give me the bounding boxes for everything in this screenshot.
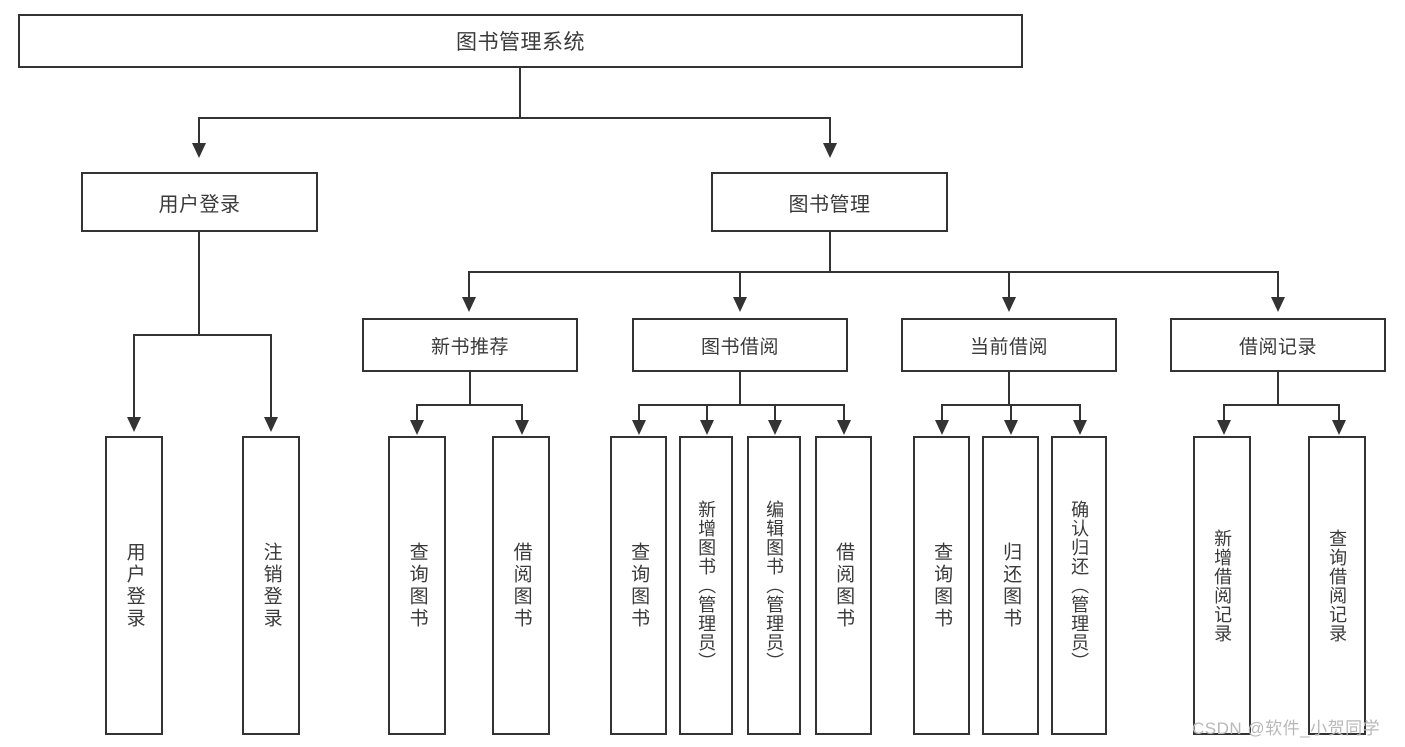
leaf-br-add-record[interactable]: 新增借阅记录 (1193, 436, 1251, 735)
connector-level3-bus (468, 271, 1279, 273)
connector-drop-borrow-record (1277, 271, 1279, 299)
arrow-to-bb-query-book (632, 420, 646, 435)
arrow-to-bb-edit-book (768, 420, 782, 435)
connector-borrow-record-bus (1223, 404, 1340, 406)
arrow-to-br-add-record (1217, 420, 1231, 435)
leaf-bb-edit-book[interactable]: 编辑图书（管理员） (747, 436, 801, 735)
connector-drop-book-borrow (739, 271, 741, 299)
connector-drop-book-management (829, 117, 831, 145)
connector-book-borrow-bus (638, 404, 845, 406)
connector-drop-nbr-query-book (416, 404, 418, 422)
csdn-watermark: CSDN @软件_小贺同学 (1192, 719, 1381, 738)
arrow-to-bb-add-book (700, 420, 714, 435)
leaf-bb-add-book[interactable]: 新增图书（管理员） (679, 436, 733, 735)
leaf-cb-return-book[interactable]: 归还图书 (982, 436, 1039, 735)
connector-user-login-stem (198, 232, 200, 335)
arrow-to-new-book-recommend (462, 297, 476, 312)
connector-drop-bb-query-book (638, 404, 640, 422)
connector-drop-br-query-record (1338, 404, 1340, 422)
connector-drop-bb-edit-book (774, 404, 776, 422)
node-book-borrow[interactable]: 图书借阅 (632, 318, 848, 372)
arrow-to-cb-return-book (1004, 420, 1018, 435)
node-root-book-management-system[interactable]: 图书管理系统 (18, 14, 1023, 68)
arrow-to-bb-borrow-book (837, 420, 851, 435)
node-user-login[interactable]: 用户登录 (81, 172, 318, 232)
connector-drop-new-book-recommend (468, 271, 470, 299)
connector-book-management-stem (829, 232, 831, 273)
node-new-book-recommend[interactable]: 新书推荐 (362, 318, 578, 372)
connector-new-book-recommend-stem (469, 372, 471, 405)
connector-drop-user-login (198, 117, 200, 145)
node-book-management[interactable]: 图书管理 (711, 172, 948, 232)
arrow-to-leaf-logout (264, 417, 278, 432)
arrow-to-book-management (823, 143, 837, 158)
connector-drop-bb-borrow-book (843, 404, 845, 422)
connector-book-borrow-stem (739, 372, 741, 405)
arrow-to-cb-confirm-return (1073, 420, 1087, 435)
connector-drop-nbr-borrow-book (521, 404, 523, 422)
connector-drop-cb-confirm-return (1079, 404, 1081, 422)
connector-drop-leaf-user-login (133, 334, 135, 419)
connector-drop-br-add-record (1223, 404, 1225, 422)
leaf-nbr-borrow-book[interactable]: 借阅图书 (492, 436, 550, 735)
leaf-nbr-query-book[interactable]: 查询图书 (388, 436, 446, 735)
leaf-user-login[interactable]: 用户登录 (105, 436, 163, 735)
leaf-bb-query-book[interactable]: 查询图书 (610, 436, 667, 735)
arrow-to-user-login (192, 143, 206, 158)
connector-drop-current-borrow (1008, 271, 1010, 299)
leaf-bb-borrow-book[interactable]: 借阅图书 (815, 436, 872, 735)
arrow-to-book-borrow (733, 297, 747, 312)
connector-level2-bus (198, 117, 831, 119)
connector-root-stem (519, 68, 521, 117)
connector-drop-leaf-logout (270, 334, 272, 419)
node-borrow-record[interactable]: 借阅记录 (1170, 318, 1386, 372)
leaf-br-query-record[interactable]: 查询借阅记录 (1308, 436, 1366, 735)
arrow-to-br-query-record (1332, 420, 1346, 435)
arrow-to-cb-query-book (935, 420, 949, 435)
connector-drop-bb-add-book (706, 404, 708, 422)
arrow-to-leaf-user-login (127, 417, 141, 432)
connector-drop-cb-return-book (1010, 404, 1012, 422)
connector-current-borrow-stem (1008, 372, 1010, 405)
arrow-to-nbr-borrow-book (515, 420, 529, 435)
connector-user-login-bus (133, 334, 271, 336)
leaf-cb-confirm-return[interactable]: 确认归还（管理员） (1051, 436, 1107, 735)
leaf-logout[interactable]: 注销登录 (242, 436, 300, 735)
arrow-to-current-borrow (1002, 297, 1016, 312)
connector-new-book-recommend-bus (416, 404, 522, 406)
leaf-cb-query-book[interactable]: 查询图书 (913, 436, 970, 735)
arrow-to-nbr-query-book (410, 420, 424, 435)
arrow-to-borrow-record (1271, 297, 1285, 312)
connector-drop-cb-query-book (941, 404, 943, 422)
node-current-borrow[interactable]: 当前借阅 (901, 318, 1117, 372)
connector-borrow-record-stem (1277, 372, 1279, 405)
